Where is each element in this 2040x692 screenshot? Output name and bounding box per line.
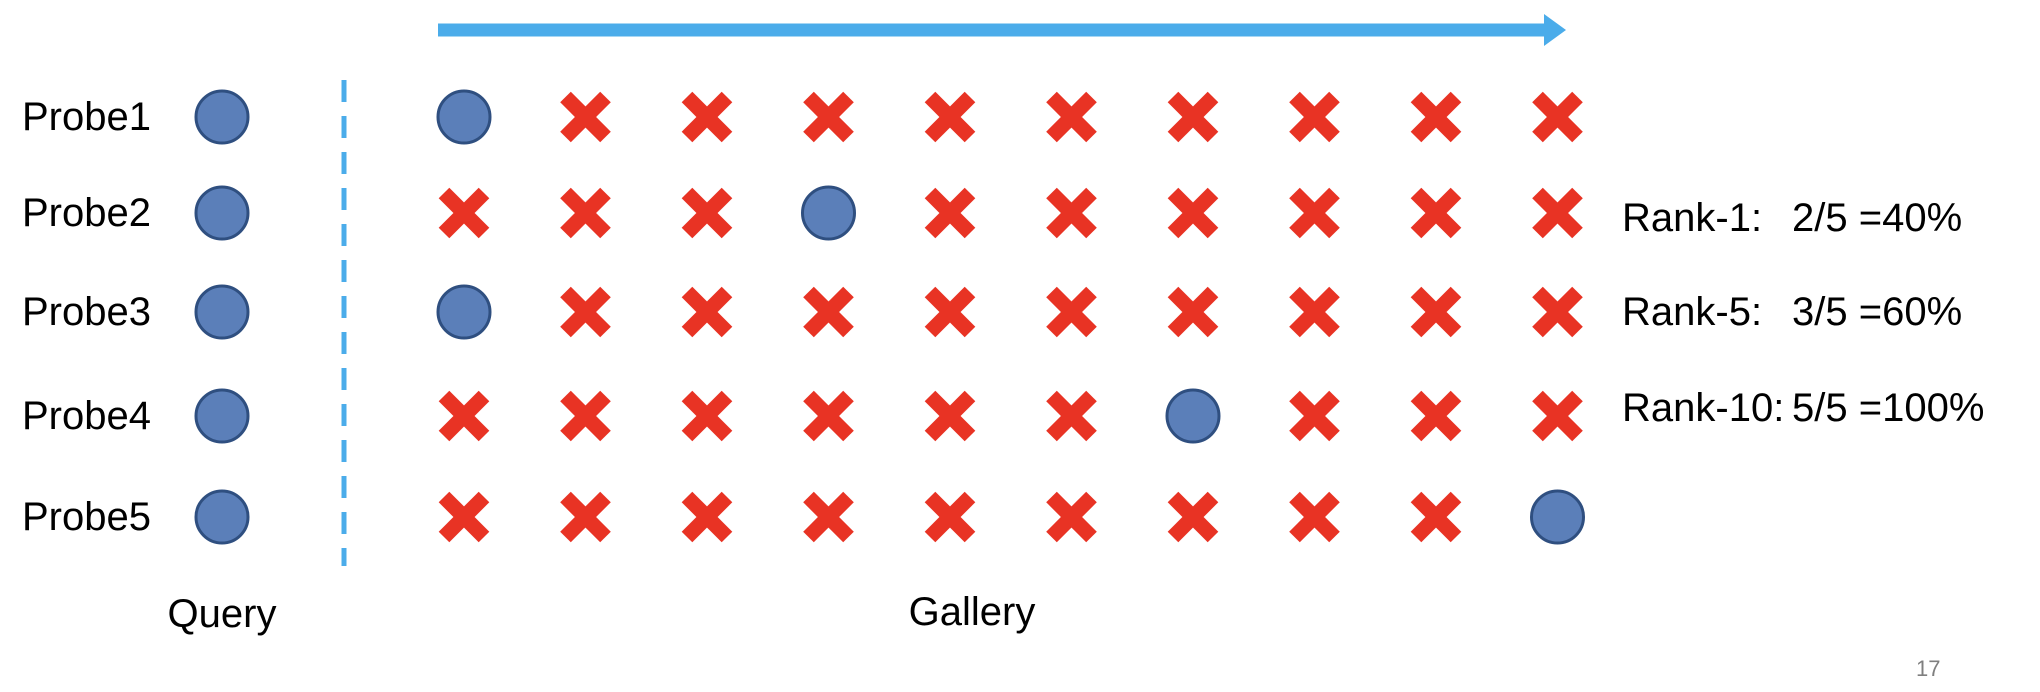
rank-name: Rank-10: xyxy=(1622,386,1785,430)
mismatch-cross-icon xyxy=(1289,91,1340,143)
mismatch-cross-icon xyxy=(924,286,976,338)
mismatch-cross-icon xyxy=(1410,491,1462,543)
mismatch-cross-icon xyxy=(924,91,976,143)
mismatch-cross-icon xyxy=(681,91,733,143)
probe-label: Probe3 xyxy=(22,290,151,334)
mismatch-cross-icon xyxy=(681,390,733,442)
mismatch-cross-icon xyxy=(1289,286,1340,338)
rank-line: Rank-5: 3/5 =60% xyxy=(1622,292,1962,332)
mismatch-cross-icon xyxy=(1289,390,1340,442)
rank-name: Rank-5: xyxy=(1622,290,1763,334)
match-circle-icon xyxy=(1165,388,1221,444)
query-circle-icon xyxy=(194,388,250,444)
mismatch-cross-icon xyxy=(438,491,490,543)
mismatch-cross-icon xyxy=(803,491,854,543)
query-circle-icon xyxy=(194,284,250,340)
probe-label: Probe5 xyxy=(22,495,151,539)
mismatch-cross-icon xyxy=(681,187,733,239)
mismatch-cross-icon xyxy=(1289,187,1340,239)
mismatch-cross-icon xyxy=(1167,91,1219,143)
mismatch-cross-icon xyxy=(1046,91,1097,143)
mismatch-cross-icon xyxy=(1046,187,1097,239)
mismatch-cross-icon xyxy=(803,286,854,338)
mismatch-cross-icon xyxy=(560,491,611,543)
match-circle-icon xyxy=(436,284,492,340)
mismatch-cross-icon xyxy=(1167,187,1219,239)
mismatch-cross-icon xyxy=(438,187,490,239)
mismatch-cross-icon xyxy=(803,390,854,442)
rank-value: 3/5 =60% xyxy=(1792,290,1963,334)
mismatch-cross-icon xyxy=(1532,91,1583,143)
mismatch-cross-icon xyxy=(560,91,611,143)
rank-line: Rank-10:5/5 =100% xyxy=(1622,388,1984,428)
query-circle-icon xyxy=(194,89,250,145)
mismatch-cross-icon xyxy=(924,390,976,442)
mismatch-cross-icon xyxy=(924,187,976,239)
mismatch-cross-icon xyxy=(1532,286,1583,338)
mismatch-cross-icon xyxy=(1046,390,1097,442)
rank-line: Rank-1: 2/5 =40% xyxy=(1622,198,1962,238)
mismatch-cross-icon xyxy=(1410,390,1462,442)
mismatch-cross-icon xyxy=(1167,286,1219,338)
probe-label: Probe2 xyxy=(22,191,151,235)
rank-name: Rank-1: xyxy=(1622,196,1763,240)
page-number: 17 xyxy=(1916,656,1941,681)
mismatch-cross-icon xyxy=(1289,491,1340,543)
probe-label: Probe1 xyxy=(22,95,151,139)
query-circle-icon xyxy=(194,185,250,241)
mismatch-cross-icon xyxy=(1410,286,1462,338)
match-circle-icon xyxy=(801,185,856,241)
match-circle-icon xyxy=(436,89,492,145)
mismatch-cross-icon xyxy=(681,491,733,543)
mismatch-cross-icon xyxy=(1046,286,1097,338)
match-circle-icon xyxy=(1530,489,1585,545)
mismatch-cross-icon xyxy=(1410,187,1462,239)
probe-label: Probe4 xyxy=(22,394,151,438)
mismatch-cross-icon xyxy=(560,187,611,239)
query-caption: Query xyxy=(167,592,277,636)
mismatch-cross-icon xyxy=(803,91,854,143)
mismatch-cross-icon xyxy=(438,390,490,442)
mismatch-cross-icon xyxy=(560,286,611,338)
mismatch-cross-icon xyxy=(1410,91,1462,143)
gallery-caption: Gallery xyxy=(908,590,1036,634)
rank-value: 5/5 =100% xyxy=(1792,386,1985,430)
right-arrow-icon xyxy=(1544,14,1566,46)
mismatch-cross-icon xyxy=(560,390,611,442)
query-circle-icon xyxy=(194,489,250,545)
rank-value: 2/5 =40% xyxy=(1792,196,1963,240)
marker-grid xyxy=(194,89,1585,545)
mismatch-cross-icon xyxy=(1532,390,1583,442)
mismatch-cross-icon xyxy=(1046,491,1097,543)
mismatch-cross-icon xyxy=(1532,187,1583,239)
rank-order-arrow xyxy=(438,14,1566,46)
mismatch-cross-icon xyxy=(1167,491,1219,543)
mismatch-cross-icon xyxy=(681,286,733,338)
mismatch-cross-icon xyxy=(924,491,976,543)
